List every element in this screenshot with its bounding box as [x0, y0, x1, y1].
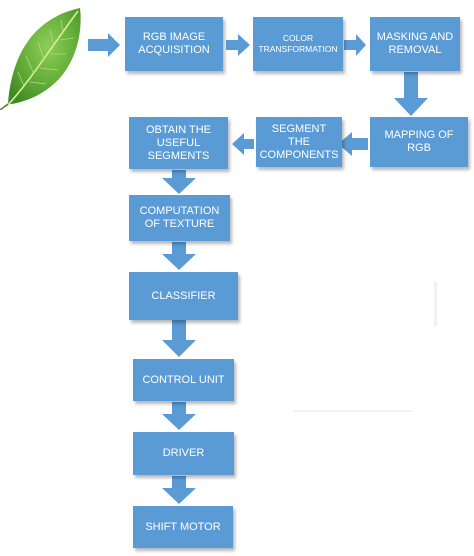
arrow-computation-to-classifier — [162, 242, 196, 270]
arrow-masking-to-mapping — [394, 72, 428, 116]
arrow-mapping-to-segment — [338, 132, 368, 156]
node-color-transformation: COLOR TRANSFORMATION — [253, 17, 343, 71]
background-mark — [293, 410, 413, 412]
arrow-segment-to-obtain — [232, 133, 254, 155]
node-driver: DRIVER — [133, 432, 234, 475]
background-mark — [434, 282, 437, 326]
node-rgb-image-acquisition: RGB IMAGE ACQUISITION — [125, 17, 223, 71]
node-classifier: CLASSIFIER — [129, 272, 238, 320]
node-obtain-useful-segments: OBTAIN THE USEFUL SEGMENTS — [129, 117, 228, 169]
arrow-classifier-to-control — [162, 320, 196, 357]
arrow-control-to-driver — [162, 402, 196, 430]
leaf-icon — [0, 8, 81, 110]
arrow-acquisition-to-color — [226, 34, 250, 56]
node-mapping-of-rgb: MAPPING OF RGB — [370, 117, 468, 167]
arrow-driver-to-motor — [162, 476, 196, 504]
node-shift-motor: SHIFT MOTOR — [133, 506, 233, 548]
node-masking-and-removal: MASKING AND REMOVAL — [370, 17, 460, 71]
arrow-color-to-masking — [344, 34, 366, 56]
arrow-obtain-to-computation — [162, 170, 196, 194]
node-segment-the-components: SEGMENT THE COMPONENTS — [256, 117, 342, 167]
arrow-leaf-to-acquisition — [88, 33, 120, 57]
node-control-unit: CONTROL UNIT — [133, 359, 234, 401]
node-computation-of-texture: COMPUTATION OF TEXTURE — [129, 195, 230, 241]
